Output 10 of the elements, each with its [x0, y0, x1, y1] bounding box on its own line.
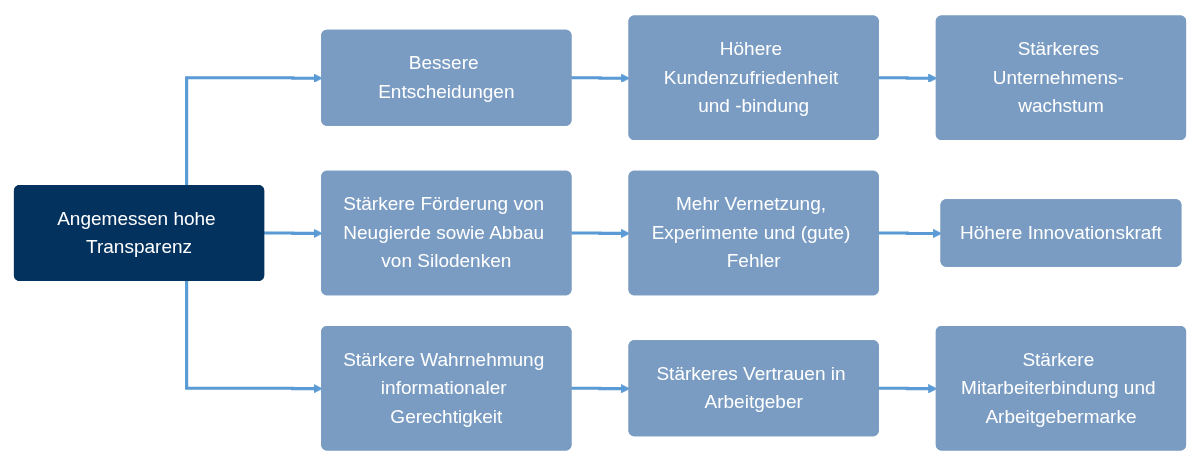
process-box: Stärkere Mitarbeiterbindung und Arbeitgebermarke — [935, 325, 1187, 451]
process-box: Mehr Vernetzung, Experimente und (gute) Fehler — [628, 170, 879, 296]
process-box: Stärkere Wahrnehmung informationaler Gerechtigkeit — [321, 325, 572, 451]
process-box: Stärkeres Unternehmens- wachstum — [935, 15, 1187, 141]
process-box: Höhere Kundenzufriedenheit und -bindung — [628, 15, 879, 141]
process-box: Stärkeres Vertrauen in Arbeitgeber — [628, 340, 879, 437]
process-box: Stärkere Förderung von Neugierde sowie Abbau von Silodenken — [321, 170, 572, 296]
process-box: Höhere Innovationskraft — [940, 199, 1182, 267]
process-box: Angemessen hohe Transparenz — [13, 184, 265, 282]
process-box: Bessere Entscheidungen — [321, 29, 572, 126]
